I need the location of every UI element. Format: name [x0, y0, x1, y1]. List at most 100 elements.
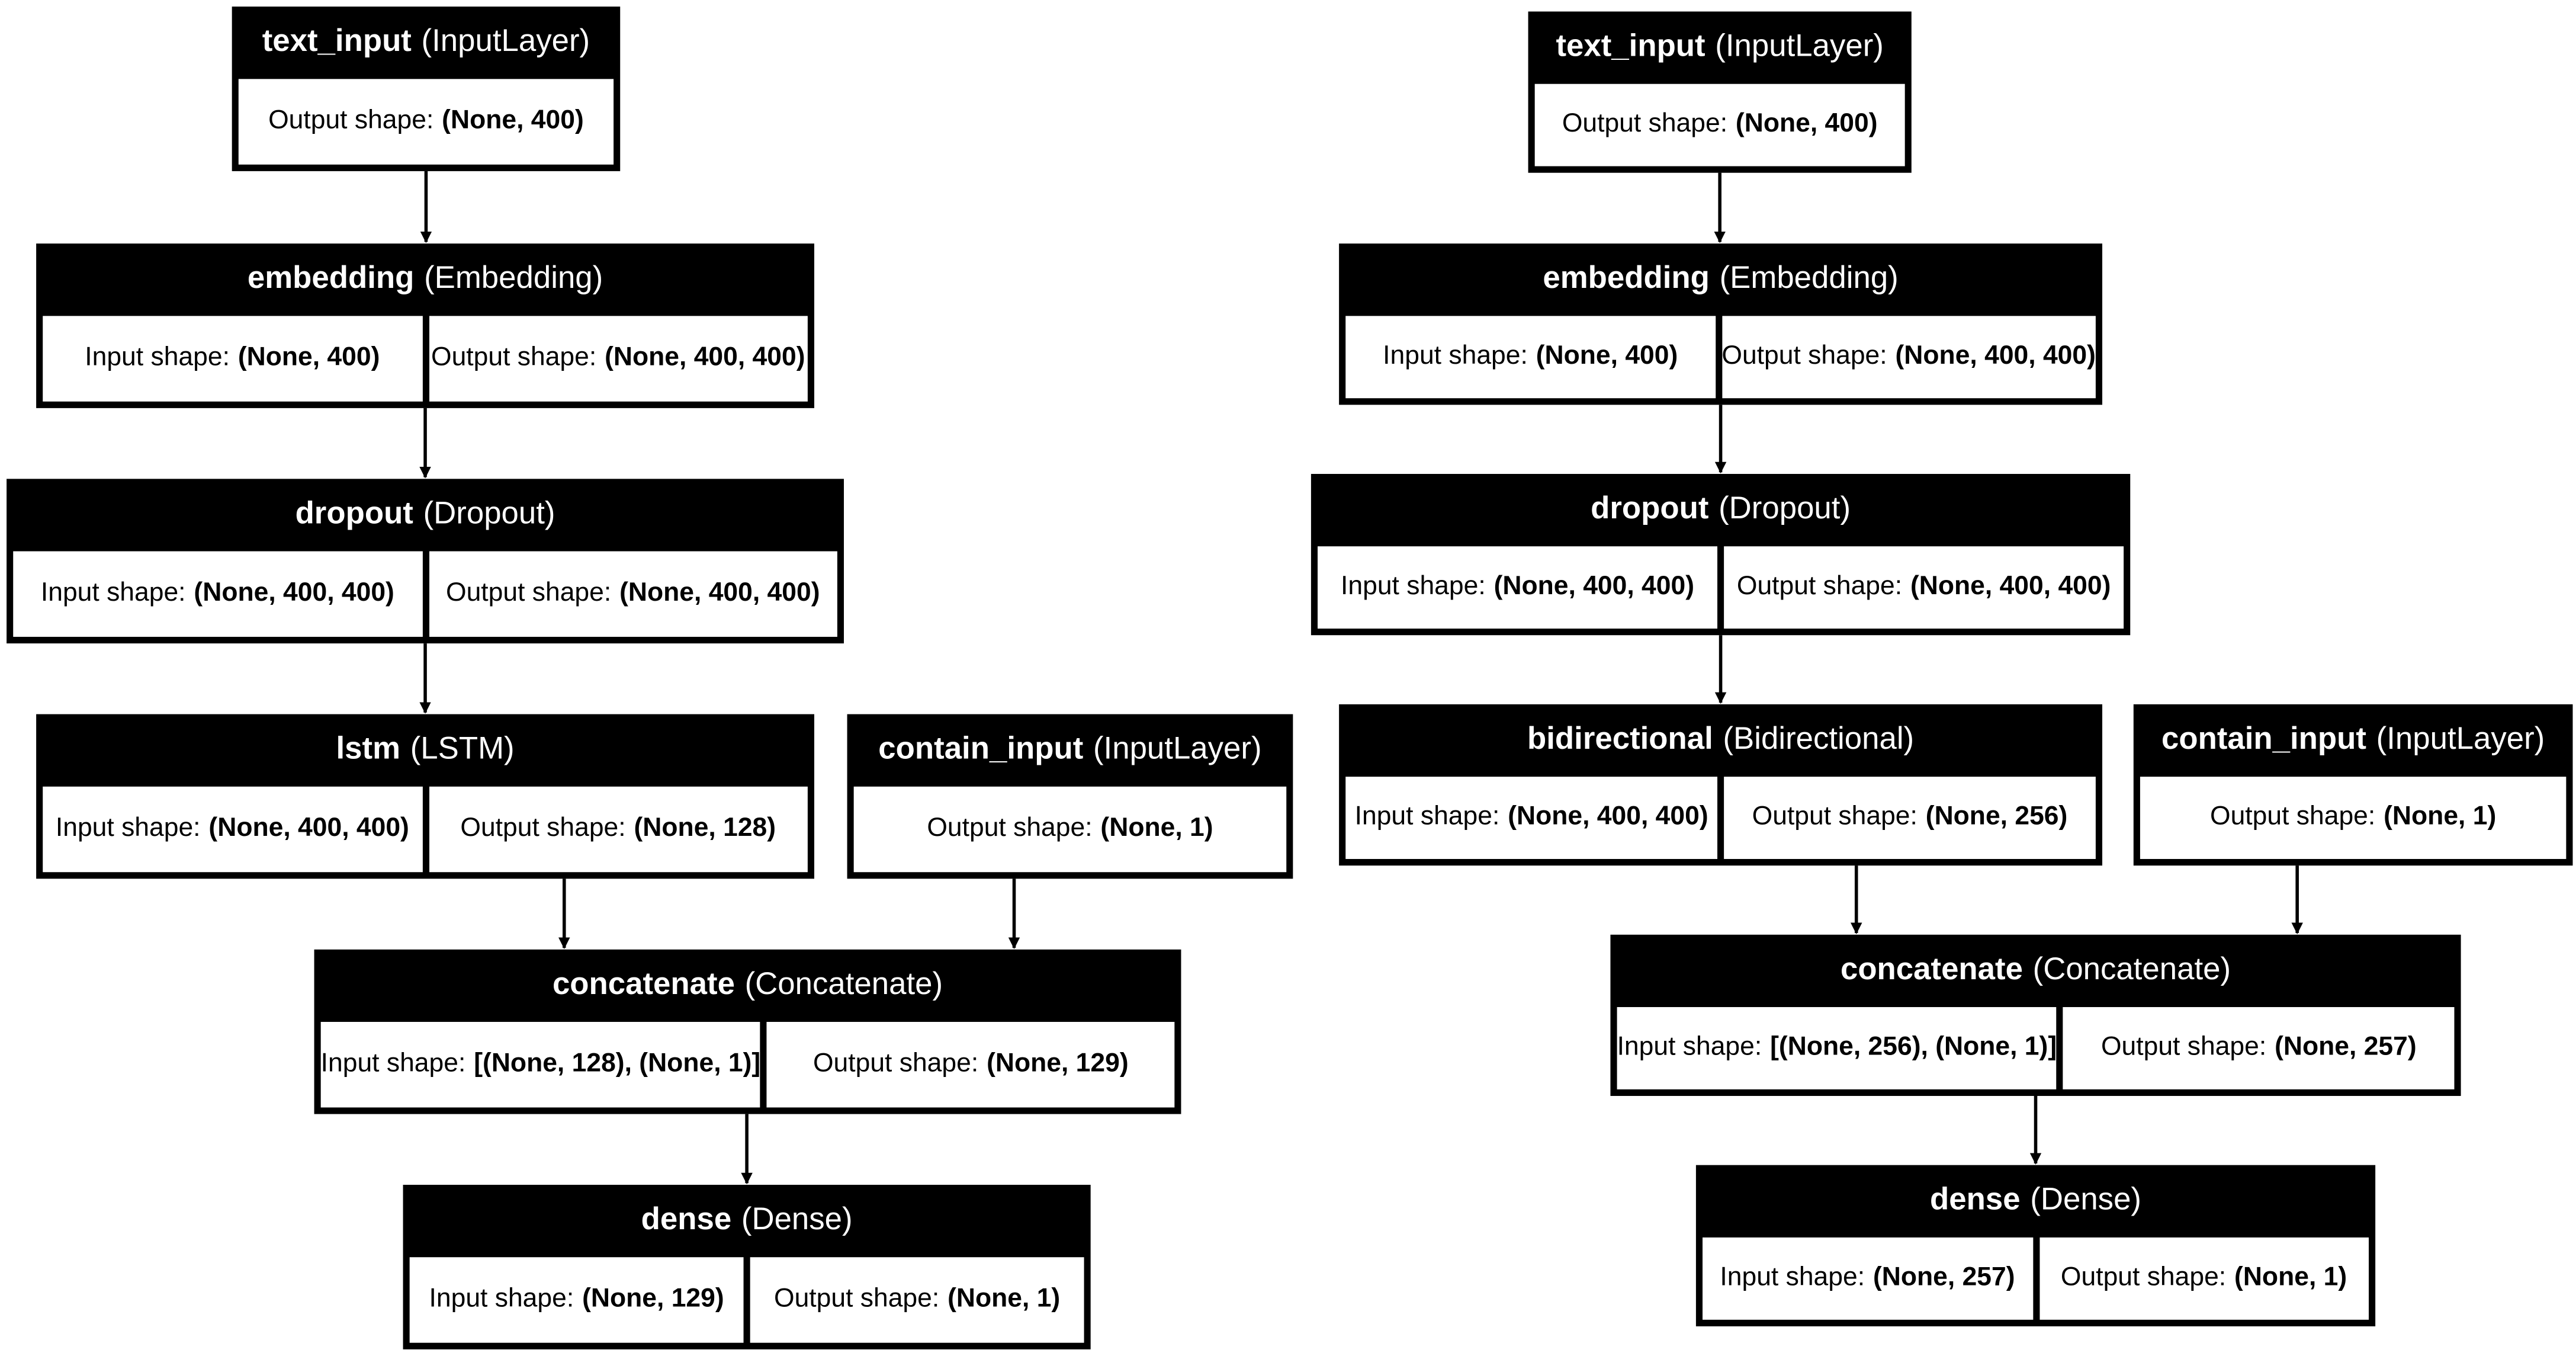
shape-value: (None, 257) — [1872, 1264, 2015, 1292]
input-shape-cell: Input shape: [(None, 128), (None, 1)] — [320, 1022, 761, 1108]
layer-name: dropout — [1591, 492, 1709, 527]
layer-name: embedding — [1543, 261, 1710, 297]
layer-class: (InputLayer) — [1715, 30, 1884, 65]
layer-shapes: Input shape:(None, 400, 400)Output shape… — [1318, 546, 2124, 629]
layer-name: bidirectional — [1527, 722, 1713, 757]
layer-node-text_input: text_input(InputLayer) Output shape: (None… — [232, 7, 621, 171]
shape-label: Input shape: — [320, 1050, 466, 1078]
shape-label: Output shape: — [1752, 803, 1917, 831]
shape-value: (None, 1) — [947, 1285, 1061, 1313]
input-shape-cell: Input shape:(None, 257) — [1703, 1237, 2032, 1320]
shape-label: Input shape: — [55, 815, 201, 843]
layer-node-dropout: dropout(Dropout)Input shape:(None, 400, … — [7, 479, 844, 644]
layer-class: (Concatenate) — [744, 967, 943, 1002]
input-shape-cell: Input shape: (None, 400, 400) — [1345, 777, 1718, 860]
layer-header: dense(Dense) — [410, 1185, 1084, 1257]
shape-label: Output shape: — [446, 579, 612, 608]
layer-node-dropout: dropout(Dropout)Input shape:(None, 400, … — [1311, 474, 2131, 636]
layer-shapes: Input shape:(None, 400)Output shape:(Non… — [43, 316, 808, 402]
shape-value: (None, 400, 400) — [1493, 572, 1695, 601]
input-shape-cell: Input shape: (None, 400, 400) — [13, 551, 422, 637]
layer-class: (Dropout) — [1719, 492, 1851, 527]
layer-node-embedding: embedding(Embedding)Input shape:(None, 4… — [36, 243, 815, 408]
layer-node-concatenate: concatenate (Concatenate) Input shape: [(No… — [314, 949, 1181, 1114]
shape-label: Output shape: — [927, 815, 1093, 843]
layer-shapes: Input shape:[(None, 128), (None, 1)]Outp… — [320, 1022, 1175, 1108]
layer-name: text_input — [1556, 30, 1705, 65]
output-shape-cell: Output shape:(None, 400, 400) — [428, 551, 837, 637]
layer-name: dense — [641, 1203, 732, 1238]
layer-class: (InputLayer) — [1093, 732, 1262, 767]
input-shape-cell: Input shape:(None, 400, 400) — [43, 786, 422, 873]
output-shape-cell: Output shape: (None, 257) — [2063, 1007, 2455, 1089]
layer-header: bidirectional (Bidirectional) — [1345, 704, 2096, 777]
layer-header: text_input (InputLayer) — [1535, 11, 1905, 84]
output-shape-cell: Output shape: (None, 400) — [238, 79, 614, 165]
shape-value: (None, 400, 400) — [1910, 572, 2111, 601]
shape-label: Output shape: — [812, 1050, 979, 1078]
layer-class: (Embedding) — [424, 261, 603, 297]
layer-header: concatenate (Concatenate) — [321, 950, 1175, 1022]
shape-value: (None, 400, 400) — [1508, 803, 1708, 831]
shape-value: (None, 400) — [442, 107, 584, 135]
input-shape-cell: Input shape:[(None, 256), (None, 1)] — [1617, 1007, 2057, 1089]
layer-header: contain_input (InputLayer) — [854, 714, 1287, 787]
layer-shapes: Output shape:(None, 400) — [1534, 84, 1905, 166]
layer-header: text_input(InputLayer) — [239, 7, 614, 79]
shape-value: (None, 1) — [2384, 803, 2497, 831]
output-shape-cell: Output shape:(None, 1) — [2039, 1237, 2369, 1320]
shape-label: Output shape: — [1562, 110, 1728, 139]
shape-value: (None, 400, 400) — [619, 579, 820, 608]
output-shape-cell: Output shape:(None, 1) — [853, 786, 1287, 873]
shape-label: Input shape: — [1383, 342, 1528, 371]
layer-class: (InputLayer) — [2376, 722, 2545, 757]
layer-class: (Bidirectional) — [1723, 722, 1915, 757]
shape-value: (None, 256) — [1925, 803, 2068, 831]
layer-shapes: Output shape: (None, 1) — [2140, 777, 2567, 860]
layer-class: (Dropout) — [423, 496, 555, 532]
shape-value: (None, 128) — [634, 815, 776, 843]
input-shape-cell: Input shape:(None, 400) — [43, 316, 422, 402]
output-shape-cell: Output shape:(None, 400, 400) — [428, 316, 808, 402]
output-shape-cell: Output shape: (None, 400, 400) — [1721, 316, 2096, 399]
shape-label: Output shape: — [2210, 803, 2376, 831]
shape-value: (None, 400) — [1735, 110, 1878, 139]
shape-value: (None, 400) — [237, 344, 380, 372]
layer-name: dense — [1930, 1183, 2021, 1218]
layer-name: contain_input — [2161, 722, 2366, 757]
layer-node-lstm: lstm(LSTM)Input shape:(None, 400, 400)Ou… — [36, 714, 815, 879]
layer-shapes: Input shape:(None, 257)Output shape:(Non… — [1703, 1237, 2369, 1320]
shape-value: [(None, 128), (None, 1)] — [474, 1050, 761, 1078]
shape-label: Output shape: — [2100, 1033, 2267, 1062]
shape-value: (None, 257) — [2275, 1033, 2417, 1062]
layer-class: (Concatenate) — [2032, 953, 2231, 988]
layer-name: text_input — [262, 24, 412, 60]
layer-node-dense: dense(Dense)Input shape:(None, 129)Outpu… — [403, 1185, 1091, 1349]
layer-name: concatenate — [552, 967, 735, 1002]
layer-shapes: Output shape:(None, 1) — [853, 786, 1287, 873]
layer-header: lstm(LSTM) — [43, 714, 808, 787]
layer-shapes: Input shape:(None, 400, 400)Output shape… — [43, 786, 808, 873]
shape-label: Output shape: — [2060, 1264, 2227, 1292]
shape-label: Input shape: — [40, 579, 186, 608]
shape-label: Output shape: — [268, 107, 434, 135]
shape-value: (None, 400) — [1536, 342, 1678, 371]
layer-class: (InputLayer) — [421, 24, 590, 60]
shape-value: (None, 400, 400) — [1895, 342, 2096, 371]
shape-value: (None, 400, 400) — [194, 579, 394, 608]
shape-label: Input shape: — [1341, 572, 1486, 601]
input-shape-cell: Input shape: (None, 400) — [1345, 316, 1716, 399]
shape-label: Output shape: — [1721, 342, 1887, 371]
layer-node-embedding: embedding(Embedding)Input shape:(None, 4… — [1339, 243, 2103, 405]
shape-label: Output shape: — [1736, 572, 1903, 601]
output-shape-cell: Output shape:(None, 129) — [767, 1022, 1175, 1108]
layer-node-dense: dense(Dense)Input shape:(None, 257)Outpu… — [1695, 1165, 2376, 1326]
shape-value: (None, 400, 400) — [208, 815, 409, 843]
layer-class: (LSTM) — [410, 732, 515, 767]
layer-shapes: Input shape: (None, 400, 400) Output shape… — [1345, 777, 2096, 860]
shape-label: Input shape: — [1354, 803, 1500, 831]
input-shape-cell: Input shape:(None, 129) — [409, 1257, 744, 1343]
shape-value: (None, 129) — [582, 1285, 724, 1313]
layer-name: contain_input — [878, 732, 1084, 767]
layer-header: embedding(Embedding) — [43, 243, 808, 316]
